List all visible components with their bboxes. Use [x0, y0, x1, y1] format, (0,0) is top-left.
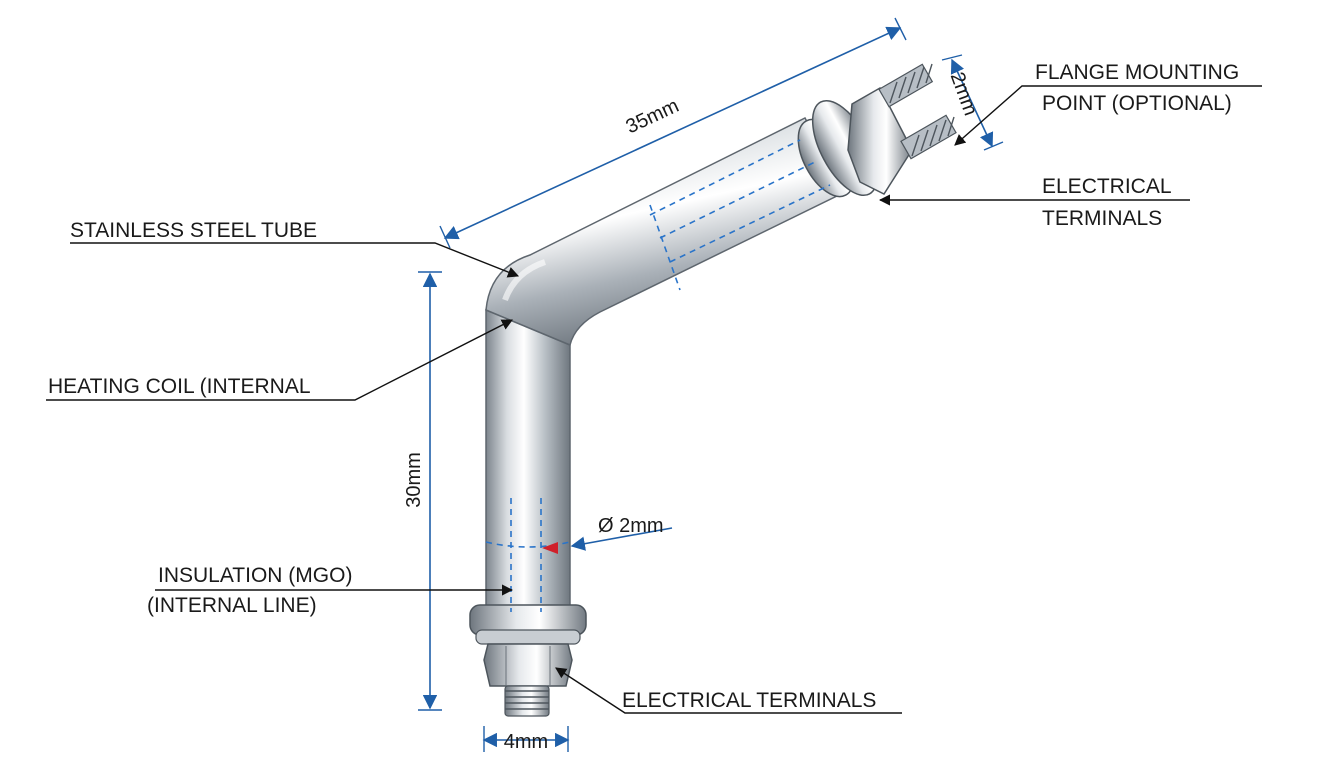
dimension-diameter: Ø 2mm [542, 515, 673, 554]
dimension-2mm-text: 2mm [946, 69, 982, 118]
label-electrical-bottom: ELECTRICAL TERMINALS [622, 689, 876, 712]
dimension-4mm-base: 4mm [482, 726, 570, 753]
label-stainless-steel-tube: STAINLESS STEEL TUBE [70, 219, 317, 242]
top-stud-lower [900, 114, 957, 160]
label-insulation-line1: INSULATION (MGO) [158, 564, 352, 587]
label-heating-coil: HEATING COIL (INTERNAL [48, 375, 311, 398]
label-flange-line1: FLANGE MOUNTING [1035, 61, 1239, 84]
leader-lines [46, 85, 1262, 714]
label-flange-line2: POINT (OPTIONAL) [1042, 92, 1232, 115]
label-insulation-line2: (INTERNAL LINE) [147, 594, 317, 617]
label-electrical-top-line2: TERMINALS [1042, 207, 1162, 230]
bottom-flange [469, 604, 587, 645]
stainless-steel-tube [485, 117, 847, 619]
dimension-4mm-text: 4mm [504, 731, 548, 753]
red-marker-icon [542, 542, 558, 554]
top-stud-upper [878, 63, 934, 108]
dimension-30mm: 30mm [403, 271, 442, 711]
dimension-30mm-text: 30mm [403, 452, 425, 508]
dimension-diameter-text: Ø 2mm [598, 515, 664, 537]
label-electrical-top-line1: ELECTRICAL [1042, 175, 1172, 198]
bottom-nut [483, 643, 573, 687]
bottom-terminal-stud [504, 685, 550, 717]
